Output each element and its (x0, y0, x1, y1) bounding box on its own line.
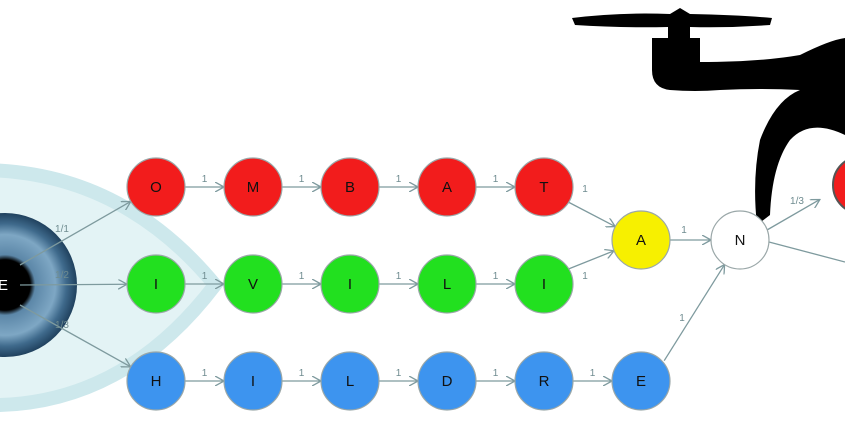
edge-label: 1 (202, 368, 208, 379)
edge-label: 1 (202, 174, 208, 185)
drone-silhouette (572, 8, 845, 225)
edge-label: 1 (493, 174, 499, 185)
node-circle (223, 254, 283, 314)
node-circle (223, 157, 283, 217)
node-label: I (251, 373, 255, 390)
node-i: I (126, 254, 186, 314)
node-circle (320, 157, 380, 217)
node-l: L (320, 351, 380, 411)
node-o: O (126, 157, 186, 217)
node-circle (514, 157, 574, 217)
node-label: L (443, 276, 451, 293)
edge-label: 1/3 (55, 320, 69, 331)
node-circle (126, 254, 186, 314)
edge-arrow (768, 241, 845, 263)
node-d: D (417, 351, 477, 411)
edge-label: 1/3 (790, 196, 804, 207)
edge-arrow (663, 265, 724, 362)
node-label: V (248, 276, 258, 293)
edge-label: 1 (582, 271, 588, 282)
edge-label: 1 (396, 271, 402, 282)
edge-arrow (566, 251, 614, 271)
node-label: O (150, 179, 162, 196)
node-l: L (417, 254, 477, 314)
node-circle (320, 254, 380, 314)
edge-label: 1 (493, 368, 499, 379)
node-label: I (154, 276, 158, 293)
node-circle (417, 157, 477, 217)
node-label: L (346, 373, 354, 390)
node-circle (126, 157, 186, 217)
edge-arrow (766, 199, 820, 231)
edge-label: 1 (493, 271, 499, 282)
node-label: I (542, 276, 546, 293)
node-label: H (151, 373, 162, 390)
edge-label: 1 (299, 271, 305, 282)
node-partial-red (832, 160, 845, 210)
edge-arrow (19, 201, 131, 266)
node-i: I (320, 254, 380, 314)
node-circle (417, 254, 477, 314)
node-circle (417, 351, 477, 411)
edge-arrow (19, 304, 131, 367)
edge-label: 1 (582, 184, 588, 195)
node-i: I (514, 254, 574, 314)
node-label: M (247, 179, 260, 196)
node-circle (710, 210, 770, 270)
edge-label: 1 (202, 271, 208, 282)
node-circle (320, 351, 380, 411)
edge-label: 1/1 (55, 224, 69, 235)
node-circle (223, 351, 283, 411)
node-circle (514, 254, 574, 314)
edge-label: 1 (299, 174, 305, 185)
node-h: H (126, 351, 186, 411)
edge-label: 1 (590, 368, 596, 379)
node-label: A (442, 179, 452, 196)
edge-label: 1 (396, 368, 402, 379)
node-label: I (348, 276, 352, 293)
node-n: N (710, 210, 770, 270)
node-circle (126, 351, 186, 411)
eye-node-label: E (0, 277, 8, 294)
node-b: B (320, 157, 380, 217)
node-label: A (636, 232, 646, 249)
node-circle (611, 351, 671, 411)
node-circle (514, 351, 574, 411)
node-label: N (735, 232, 746, 249)
node-e: E (611, 351, 671, 411)
node-label: D (442, 373, 453, 390)
node-i: I (223, 351, 283, 411)
edge-label: 1 (679, 313, 685, 324)
node-circle (611, 210, 671, 270)
node-v: V (223, 254, 283, 314)
node-m: M (223, 157, 283, 217)
node-label: R (539, 373, 550, 390)
node-a: A (611, 210, 671, 270)
node-a: A (417, 157, 477, 217)
edge-arrow (566, 200, 615, 227)
edge-label: 1 (681, 225, 687, 236)
edge-label: 1 (396, 174, 402, 185)
edge-arrow (19, 284, 127, 285)
node-label: T (539, 179, 548, 196)
node-label: E (636, 373, 646, 390)
node-t: T (514, 157, 574, 217)
node-label: B (345, 179, 355, 196)
node-r: R (514, 351, 574, 411)
edge-label: 1/2 (55, 270, 69, 281)
edge-label: 1 (299, 368, 305, 379)
